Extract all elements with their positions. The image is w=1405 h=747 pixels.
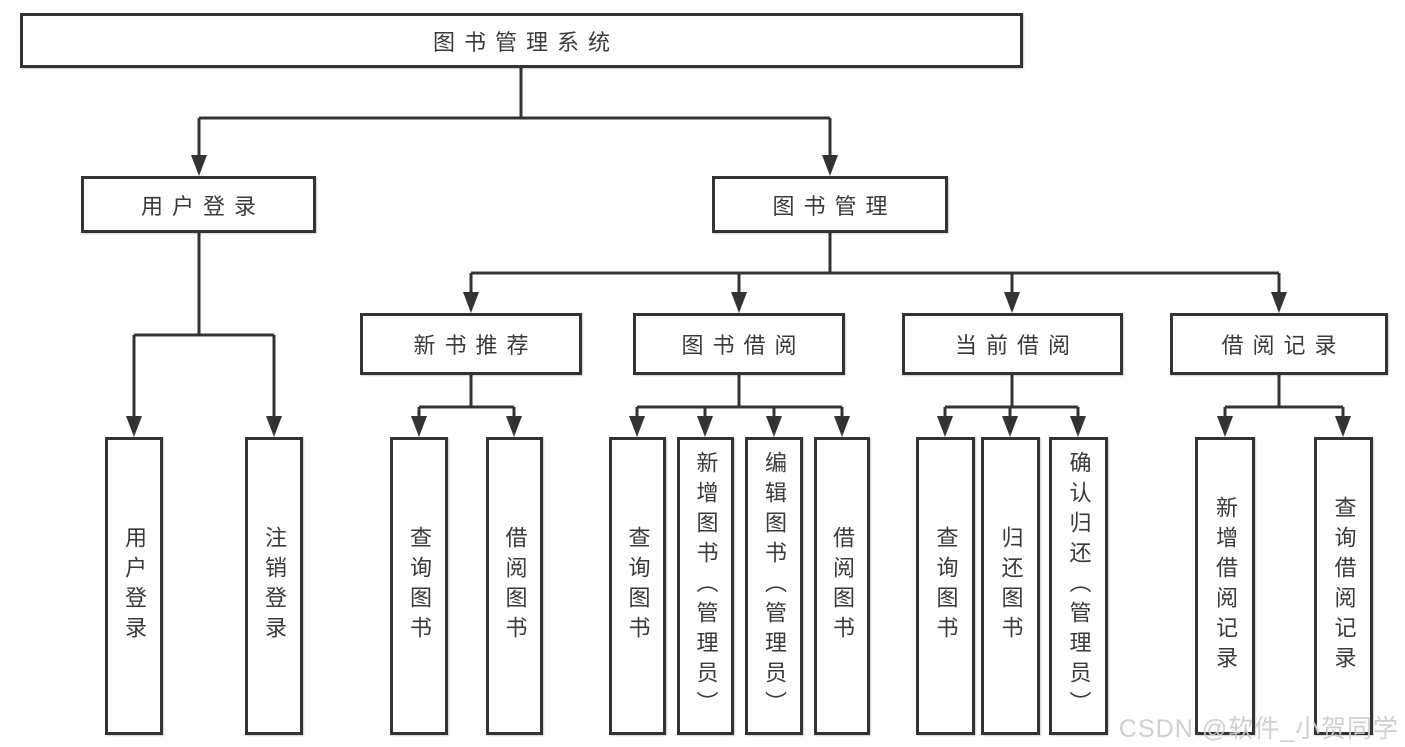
leaf-logout-label: 注销登录 [262,526,287,646]
leaf-current-confirm-return-admin-label: 确认归还（管理员） [1066,451,1092,721]
leaf-current-return-books-label: 归还图书 [998,526,1024,646]
leaf-newbook-query-books: 查询图书 [390,437,448,735]
leaf-current-confirm-return-admin: 确认归还（管理员） [1049,437,1108,735]
watermark: CSDN @软件_小贺同学 [1118,715,1399,743]
leaf-borrow-borrow-books-label: 借阅图书 [830,526,855,646]
leaf-newbook-borrow-books-label: 借阅图书 [502,526,528,646]
node-book-management-label: 图书管理 [772,193,897,219]
node-user-login-label: 用户登录 [140,193,265,219]
leaf-borrow-borrow-books: 借阅图书 [814,437,870,735]
node-library-management-system-label: 图书管理系统 [432,29,619,55]
leaf-current-query-books: 查询图书 [916,437,975,735]
node-library-management-system: 图书管理系统 [20,13,1023,68]
leaf-newbook-borrow-books: 借阅图书 [486,437,543,735]
leaf-records-query-record: 查询借阅记录 [1314,437,1373,735]
leaf-borrow-query-books-label: 查询图书 [625,526,651,646]
leaf-records-query-record-label: 查询借阅记录 [1331,496,1357,676]
leaf-records-add-record: 新增借阅记录 [1195,437,1255,735]
leaf-borrow-edit-books-admin-label: 编辑图书（管理员） [762,451,787,721]
node-user-login: 用户登录 [81,176,316,233]
leaf-borrow-add-books-admin-label: 新增图书（管理员） [693,451,719,721]
node-book-management: 图书管理 [712,176,948,233]
arrowheads [126,155,1351,437]
node-book-borrow-label: 图书借阅 [681,333,806,358]
leaf-borrow-add-books-admin: 新增图书（管理员） [677,437,734,735]
leaf-borrow-edit-books-admin: 编辑图书（管理员） [745,437,803,735]
leaf-records-add-record-label: 新增借阅记录 [1213,496,1238,676]
node-borrow-records-label: 借阅记录 [1221,333,1346,358]
node-book-borrow: 图书借阅 [633,313,845,375]
leaf-user-login-label: 用户登录 [122,526,147,646]
leaf-newbook-query-books-label: 查询图书 [407,526,432,646]
leaf-current-return-books: 归还图书 [981,437,1040,735]
node-current-borrow-label: 当前借阅 [954,333,1079,358]
node-new-book-recommend-label: 新书推荐 [413,333,538,358]
leaf-borrow-query-books: 查询图书 [609,437,666,735]
node-new-book-recommend: 新书推荐 [360,313,582,375]
leaf-logout: 注销登录 [245,437,303,735]
node-current-borrow: 当前借阅 [902,313,1123,375]
leaf-current-query-books-label: 查询图书 [933,526,959,646]
node-borrow-records: 借阅记录 [1170,313,1388,375]
leaf-user-login: 用户登录 [105,437,163,735]
